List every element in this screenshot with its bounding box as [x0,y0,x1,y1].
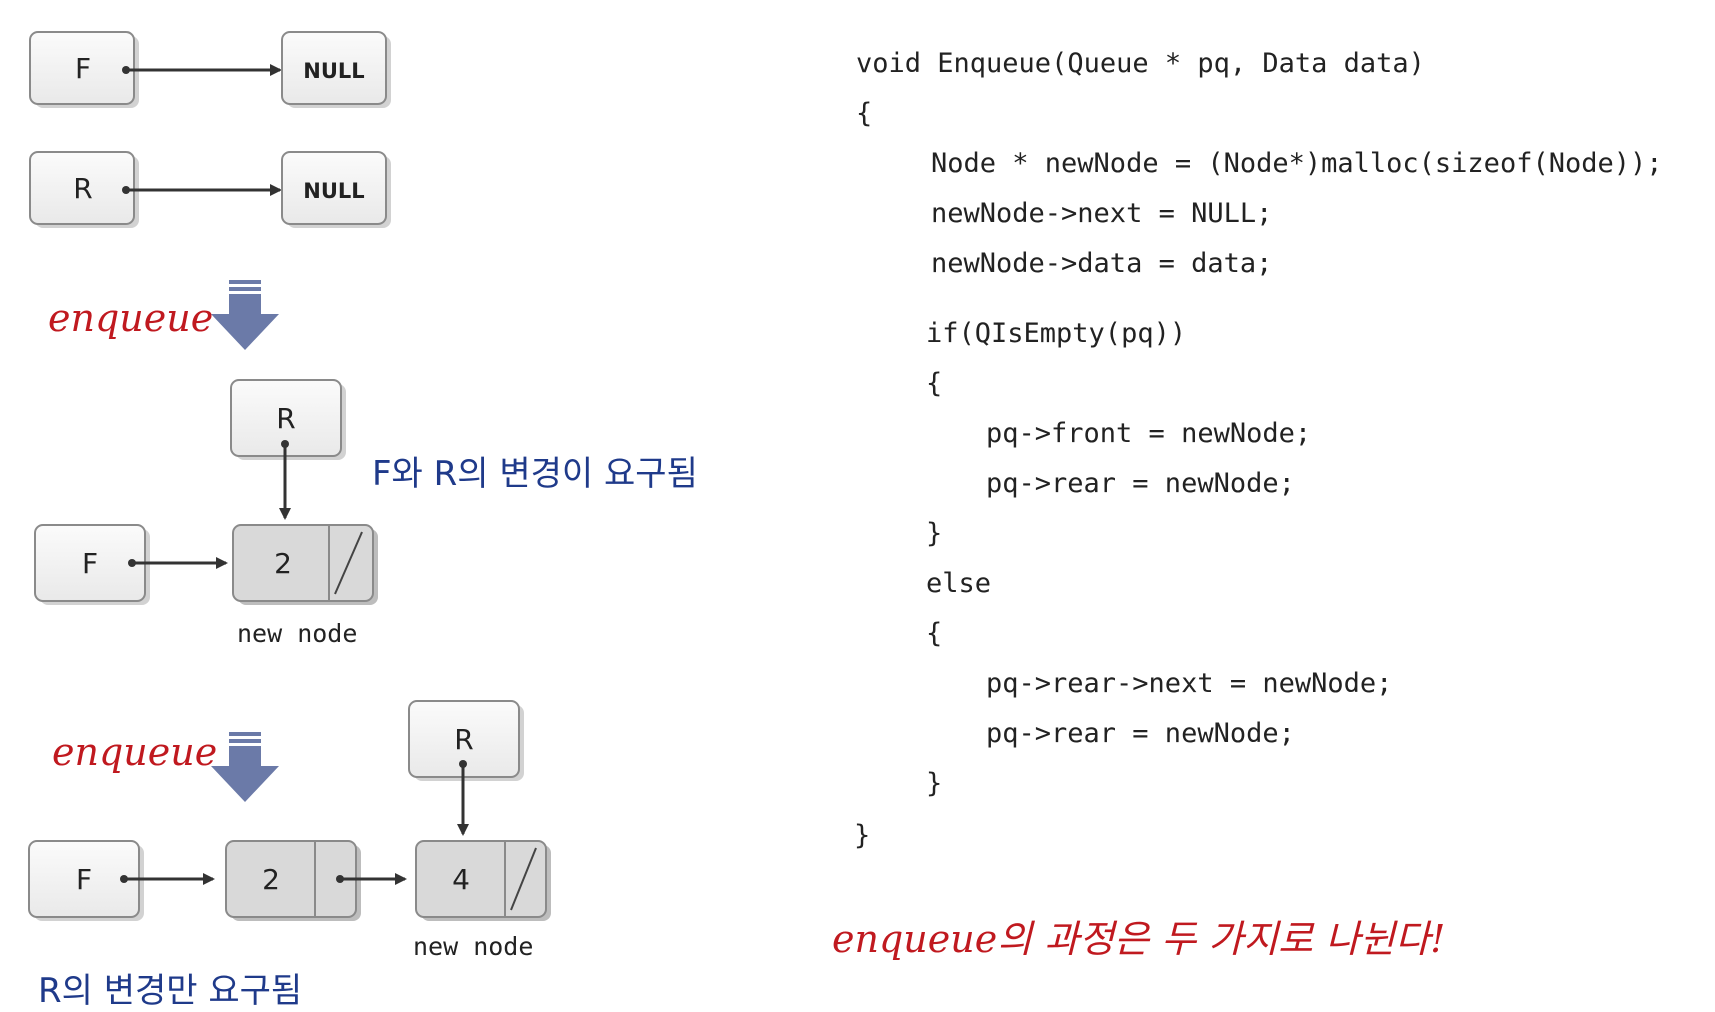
rear-pointer-box: R [29,151,139,228]
code-line: } [854,820,871,851]
rear-pointer-box: R [408,700,524,781]
code-line: { [856,98,873,129]
code-line: { [926,368,943,399]
queue-node: 2 [225,840,361,921]
rear-label: R [73,172,92,205]
rear-label: R [276,402,295,435]
code-line: newNode->next = NULL; [931,198,1273,229]
null-box-front: NULL [281,31,391,108]
code-line: pq->rear = newNode; [986,468,1295,499]
front-pointer-box: F [34,524,150,605]
null-label: NULL [303,179,364,203]
code-line: { [926,618,943,649]
front-label: F [76,863,92,896]
new-node: 2 [232,524,378,605]
new-node: 4 [415,840,551,921]
node-value: 2 [262,863,280,896]
rear-label: R [454,723,473,756]
node-value: 2 [274,547,292,580]
front-pointer-box: F [28,840,144,921]
code-line: else [926,568,992,599]
front-label: F [82,547,98,580]
step1-note: F와 R의 변경이 요구됨 [372,454,698,494]
null-link-slash [334,531,363,595]
down-arrow-icon [211,732,279,802]
code-line: pq->front = newNode; [986,418,1312,449]
code-line: void Enqueue(Queue * pq, Data data) [856,48,1425,79]
new-node-caption: new node [237,619,358,648]
down-arrow-icon [211,280,279,350]
null-box-rear: NULL [281,151,391,228]
front-pointer-box: F [29,31,139,108]
null-label: NULL [303,59,364,83]
front-label: F [75,52,91,85]
code-line: Node * newNode = (Node*)malloc(sizeof(No… [931,148,1663,179]
step2-note: R의 변경만 요구됨 [38,971,303,1011]
code-line: newNode->data = data; [931,248,1273,279]
new-node-caption: new node [413,932,534,961]
enqueue-label: enqueue [48,296,214,340]
code-line: pq->rear = newNode; [986,718,1295,749]
code-line: } [926,768,943,799]
node-value: 4 [452,863,470,896]
summary-text: enqueue의 과정은 두 가지로 나뉜다! [832,917,1446,961]
rear-pointer-box: R [230,379,346,460]
null-link-slash [510,847,537,911]
code-line: if(QIsEmpty(pq)) [926,318,1187,349]
enqueue-label: enqueue [52,730,218,774]
code-line: pq->rear->next = newNode; [986,668,1393,699]
code-line: } [926,518,943,549]
